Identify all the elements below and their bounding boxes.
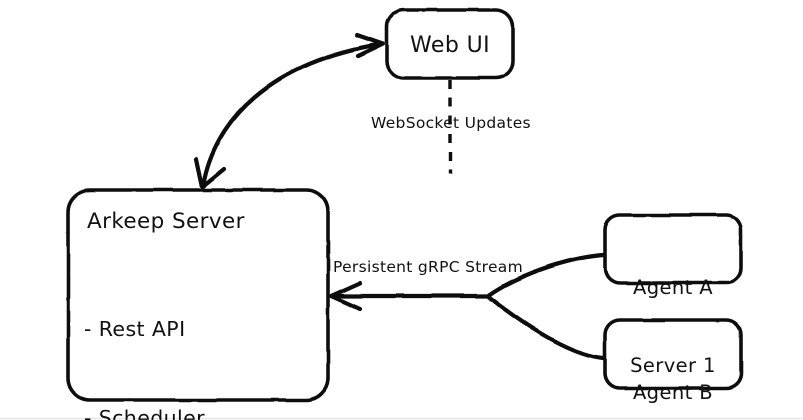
agent-b-box-shape	[603, 318, 743, 390]
grpc-agent-a-line	[486, 252, 606, 298]
grpc-stream-edge-label: Persistent gRPC Stream	[333, 258, 523, 276]
arkeep-server-box-shape	[66, 188, 330, 402]
server-webui-arrowhead-bottom	[193, 156, 227, 190]
web-ui-box-shape	[385, 8, 515, 80]
server-webui-arrowhead-top	[354, 32, 386, 59]
websocket-updates-edge-label: WebSocket Updates	[371, 114, 531, 132]
grpc-agent-b-line	[486, 294, 606, 361]
server-webui-arrow-line	[200, 41, 384, 189]
agent-a-box-shape	[603, 213, 743, 285]
grpc-arrowhead-left	[328, 280, 363, 312]
